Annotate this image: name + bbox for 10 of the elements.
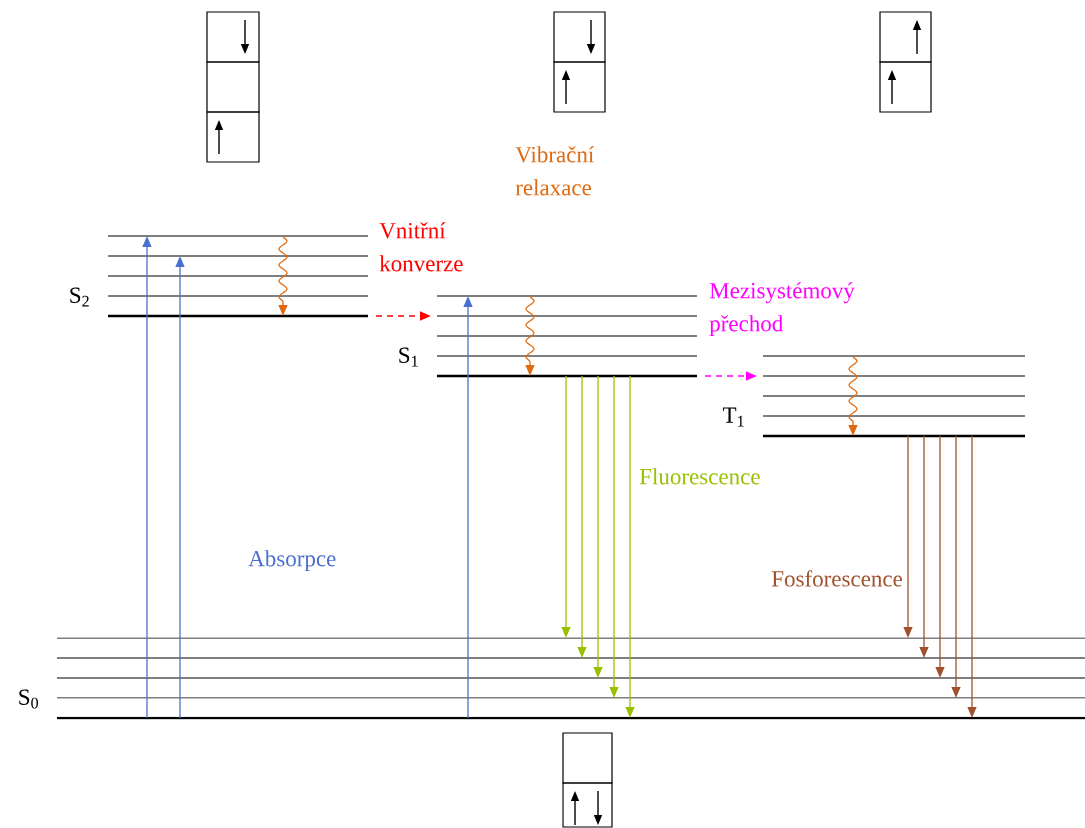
- energy-level: S$_{1}$: [399, 295, 698, 378]
- process-label: Vibrační relaxace: [515, 146, 595, 196]
- process-label: Fosforescence: [771, 570, 902, 587]
- process-label: Absorpce: [248, 550, 336, 572]
- energy-level: T$_{1}$: [722, 355, 1026, 438]
- process-label: Vnitřní konverze: [379, 222, 463, 272]
- energy-level: S$_{0}$: [19, 637, 1085, 720]
- process-label: Mezisystémový přechod: [709, 282, 855, 337]
- energy-level: S$_{2}$: [70, 235, 369, 318]
- process-label: Fluorescence: [639, 468, 760, 485]
